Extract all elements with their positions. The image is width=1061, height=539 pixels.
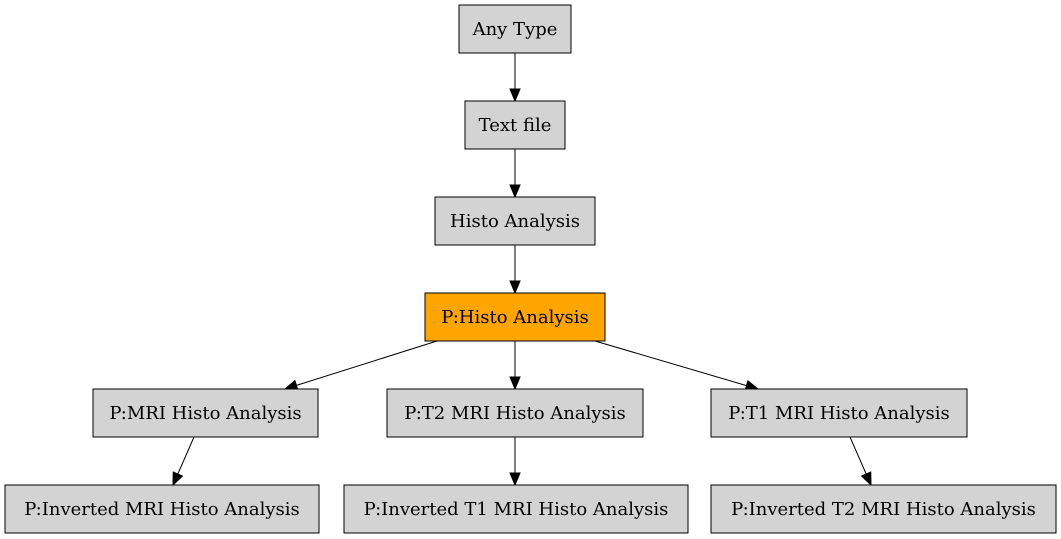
node-label: Text file xyxy=(479,115,552,136)
edge-text-file-to-histo-analysis xyxy=(509,149,521,199)
edge-p-t2-mri-histo-analysis-to-p-inverted-t1-mri-histo-analysis xyxy=(509,437,521,487)
edge-any-type-to-text-file xyxy=(509,53,521,103)
node-p-mri-histo-analysis[interactable]: P:MRI Histo Analysis xyxy=(92,388,319,438)
node-p-inverted-t1-mri-histo-analysis[interactable]: P:Inverted T1 MRI Histo Analysis xyxy=(343,484,689,534)
arrowhead-icon xyxy=(509,376,521,391)
node-box xyxy=(458,4,572,54)
node-box xyxy=(710,484,1057,534)
arrowhead-icon xyxy=(509,472,521,487)
arrowhead-icon xyxy=(172,471,184,487)
node-box xyxy=(710,388,968,438)
node-box xyxy=(343,484,689,534)
arrowhead-icon xyxy=(509,184,521,199)
edge-line xyxy=(296,340,438,386)
node-label: P:T2 MRI Histo Analysis xyxy=(404,403,626,424)
arrowhead-icon xyxy=(860,471,872,487)
node-p-t1-mri-histo-analysis[interactable]: P:T1 MRI Histo Analysis xyxy=(710,388,968,438)
edge-p-mri-histo-analysis-to-p-inverted-mri-histo-analysis xyxy=(172,436,195,487)
edge-line xyxy=(594,340,747,387)
arrowhead-icon xyxy=(509,280,521,295)
node-box xyxy=(424,292,606,342)
node-box xyxy=(434,196,596,246)
node-any-type[interactable]: Any Type xyxy=(458,4,572,54)
node-histo-analysis[interactable]: Histo Analysis xyxy=(434,196,596,246)
node-box xyxy=(386,388,644,438)
edge-p-histo-analysis-to-p-mri-histo-analysis xyxy=(283,340,438,391)
node-label: P:Inverted MRI Histo Analysis xyxy=(24,499,300,520)
node-label: Histo Analysis xyxy=(450,211,580,232)
edges-layer xyxy=(172,53,872,487)
node-label: Any Type xyxy=(472,19,558,40)
edge-p-t1-mri-histo-analysis-to-p-inverted-t2-mri-histo-analysis xyxy=(849,436,872,487)
edge-line xyxy=(849,436,867,475)
node-p-t2-mri-histo-analysis[interactable]: P:T2 MRI Histo Analysis xyxy=(386,388,644,438)
node-p-histo-analysis[interactable]: P:Histo Analysis xyxy=(424,292,606,342)
node-box xyxy=(4,484,320,534)
node-label: P:T1 MRI Histo Analysis xyxy=(728,403,950,424)
node-box xyxy=(464,100,566,150)
node-text-file[interactable]: Text file xyxy=(464,100,566,150)
node-p-inverted-t2-mri-histo-analysis[interactable]: P:Inverted T2 MRI Histo Analysis xyxy=(710,484,1057,534)
edge-p-histo-analysis-to-p-t1-mri-histo-analysis xyxy=(594,340,760,391)
node-p-inverted-mri-histo-analysis[interactable]: P:Inverted MRI Histo Analysis xyxy=(4,484,320,534)
edge-p-histo-analysis-to-p-t2-mri-histo-analysis xyxy=(509,341,521,391)
node-box xyxy=(92,388,319,438)
node-label: P:Inverted T2 MRI Histo Analysis xyxy=(731,499,1036,520)
arrowhead-icon xyxy=(509,88,521,103)
edge-line xyxy=(177,436,195,475)
edge-histo-analysis-to-p-histo-analysis xyxy=(509,245,521,295)
node-label: P:MRI Histo Analysis xyxy=(109,403,301,424)
node-label: P:Histo Analysis xyxy=(441,307,589,328)
node-label: P:Inverted T1 MRI Histo Analysis xyxy=(364,499,669,520)
